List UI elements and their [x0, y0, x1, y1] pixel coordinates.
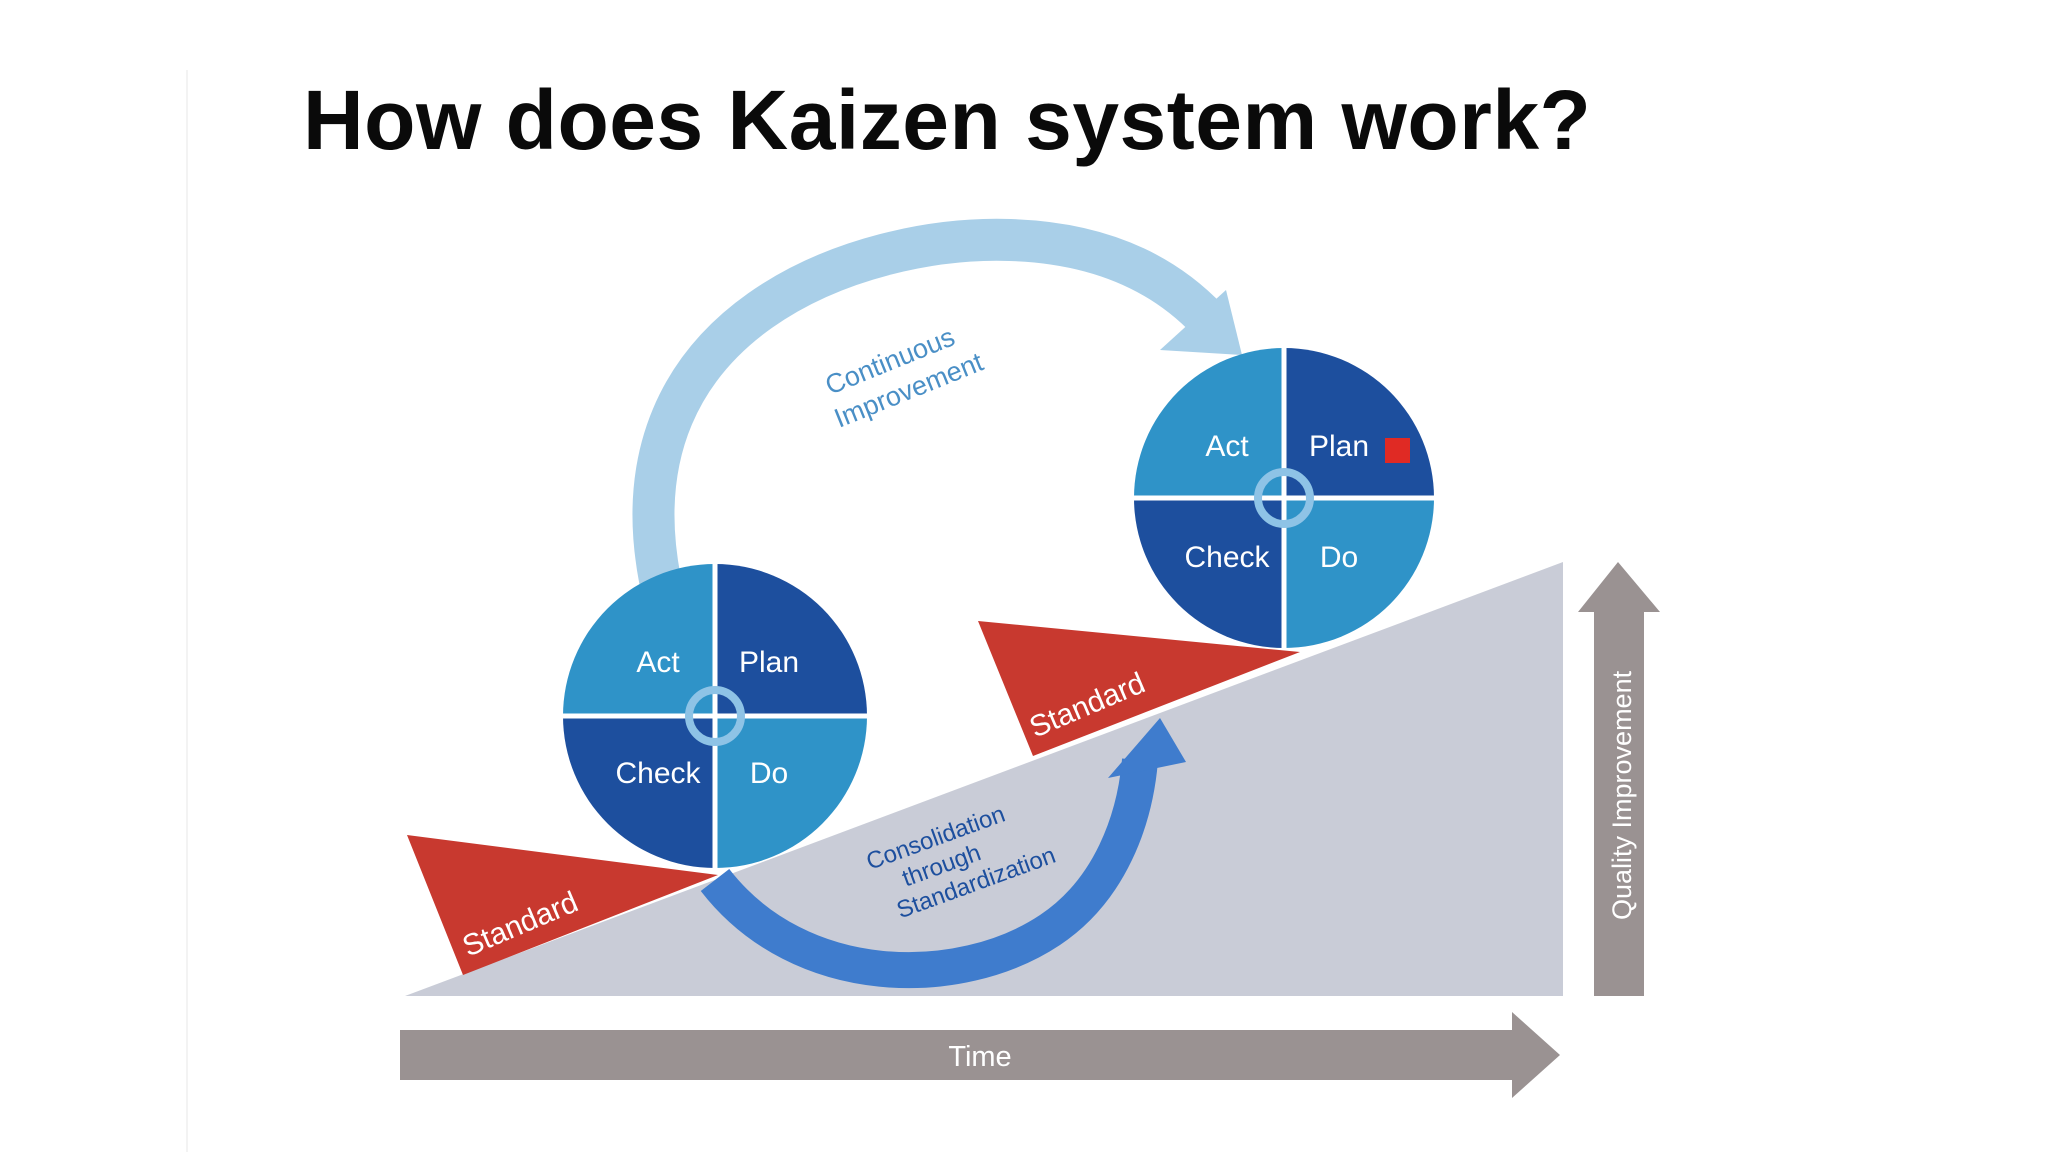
time-axis-label: Time	[948, 1041, 1011, 1073]
time-axis-arrow	[400, 1012, 1560, 1098]
quadrant-act-left	[563, 564, 715, 716]
plan-marker	[1385, 438, 1410, 463]
quadrant-do-left	[715, 716, 867, 868]
quadrant-check-left	[563, 716, 715, 868]
quadrant-plan-left	[715, 564, 867, 716]
page-title: How does Kaizen system work?	[303, 73, 1592, 167]
continuous-improvement-arrow	[632, 218, 1242, 584]
continuous-improvement-label: Continuous Improvement	[817, 315, 988, 434]
pdca-left-check-label: Check	[615, 757, 701, 790]
quadrant-act-right	[1134, 348, 1284, 498]
quality-axis-arrow	[1578, 562, 1660, 996]
pdca-cycle-right	[1134, 348, 1434, 648]
quadrant-check-right	[1134, 498, 1284, 648]
pdca-cycle-left	[563, 564, 867, 868]
pdca-right-do-label: Do	[1320, 541, 1358, 574]
standard-wedge-left	[407, 835, 718, 975]
standard-wedge-right	[978, 621, 1300, 756]
pdca-left-plan-label: Plan	[739, 646, 799, 679]
quality-axis-label: Quality Improvement	[1607, 670, 1637, 920]
improvement-ramp	[405, 562, 1563, 996]
consolidation-arrow	[700, 718, 1186, 989]
quadrant-do-right	[1284, 498, 1434, 648]
pdca-right-check-label: Check	[1184, 541, 1270, 574]
quadrant-plan-right	[1284, 348, 1434, 498]
pdca-right-act-label: Act	[1205, 430, 1249, 463]
pdca-left-act-label: Act	[636, 646, 680, 679]
pdca-right-plan-label: Plan	[1309, 430, 1369, 463]
pdca-left-do-label: Do	[750, 757, 788, 790]
slide-edge	[186, 70, 188, 1152]
